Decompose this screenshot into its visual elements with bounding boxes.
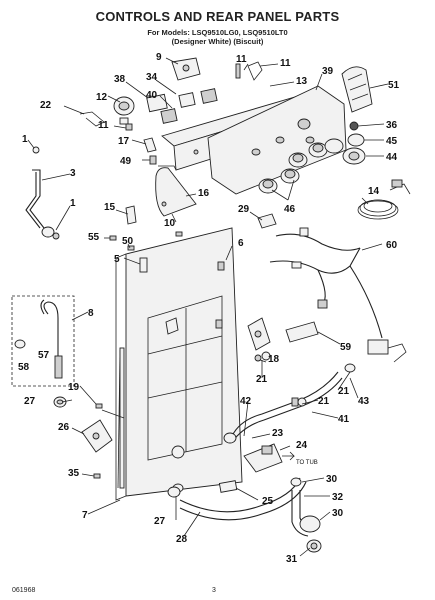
callout-18: 18 [268,354,280,365]
pump-bracket [81,403,125,479]
misc-brackets [79,61,263,165]
harness-clip [257,213,277,229]
callout-27: 27 [24,396,36,407]
leader-lines [27,57,389,557]
console-end-cap [341,66,373,113]
to-tub-note: TO TUB [296,460,318,466]
callout-16: 16 [198,188,210,199]
callout-35: 35 [68,468,80,479]
callout-55: 55 [88,232,100,243]
callout-8: 8 [88,308,94,319]
callout-11: 11 [280,58,291,69]
clamp-left [53,396,67,408]
callout-30: 30 [332,508,344,519]
callout-29: 29 [238,204,250,215]
callout-44: 44 [386,152,398,163]
callout-46: 46 [284,204,296,215]
callout-49: 49 [120,156,132,167]
callout-5: 5 [114,254,120,265]
callout-41: 41 [338,414,350,425]
callout-labels: 9 11 11 13 38 34 40 12 22 11 17 49 39 51… [18,52,400,565]
callout-21: 21 [338,386,350,397]
drain-hose-kit [11,295,75,387]
callout-31: 31 [286,554,298,565]
callout-45: 45 [386,136,398,147]
timer-knob-assembly [324,121,366,165]
fill-hoses [218,363,356,493]
clamp-bottom [167,486,181,498]
callout-9: 9 [156,52,162,63]
callout-50: 50 [122,236,134,247]
variant-line: (Designer White) (Biscuit) [171,37,264,46]
callout-7: 7 [82,510,88,521]
callout-21: 21 [318,396,330,407]
callout-24: 24 [296,440,308,451]
callout-3: 3 [70,168,76,179]
model-line: For Models: LSQ9510LG0, LSQ9510LT0 [147,28,288,37]
callout-26: 26 [58,422,70,433]
page-number: 3 [212,587,216,594]
callout-17: 17 [118,136,130,147]
inlet-hose-left [25,146,60,240]
callout-42: 42 [240,396,252,407]
callout-1: 1 [70,198,76,209]
callout-11: 11 [236,54,247,65]
callout-59: 59 [340,342,352,353]
callout-32: 32 [332,492,344,503]
rear-panel [115,227,243,501]
callout-22: 22 [40,100,52,111]
control-knobs [258,142,328,194]
callout-19: 19 [68,382,80,393]
rotary-switches [146,88,218,124]
callout-51: 51 [388,80,400,91]
callout-57: 57 [38,350,50,361]
timer-switch [171,57,201,81]
callout-34: 34 [146,72,158,83]
callout-38: 38 [114,74,126,85]
callout-10: 10 [164,218,176,229]
callout-43: 43 [358,396,370,407]
callout-25: 25 [262,496,274,507]
callout-40: 40 [146,90,158,101]
callout-58: 58 [18,362,30,373]
callout-36: 36 [386,120,398,131]
callout-13: 13 [296,76,308,87]
callout-1: 1 [22,134,28,145]
callout-30: 30 [326,474,338,485]
power-cord [357,179,411,220]
callout-28: 28 [176,534,188,545]
water-valve [247,317,319,362]
callout-15: 15 [104,202,116,213]
figure-code: 061968 [12,587,36,594]
console-left-cap [155,167,197,217]
panel-screws [109,205,183,273]
callout-60: 60 [386,240,398,251]
callout-23: 23 [272,428,284,439]
wiring-harness [269,227,407,363]
callout-27: 27 [154,516,166,527]
callout-11: 11 [98,120,109,131]
callout-39: 39 [322,66,334,77]
callout-14: 14 [368,186,380,197]
selector-switch [113,96,135,125]
callout-6: 6 [238,238,244,249]
callout-21: 21 [256,374,268,385]
callout-12: 12 [96,92,108,103]
pump-hose-right [290,477,322,553]
page-title: CONTROLS AND REAR PANEL PARTS [95,9,340,24]
